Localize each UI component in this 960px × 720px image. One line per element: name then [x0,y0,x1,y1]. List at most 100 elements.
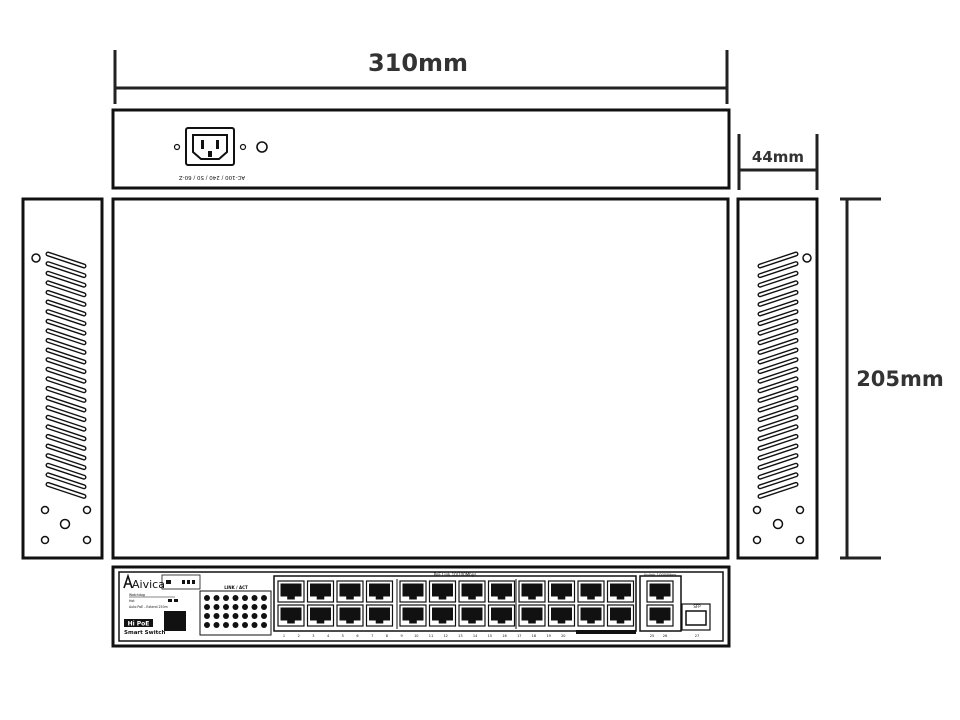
vent-slot-inner [46,281,86,296]
port-number: 8 [386,634,388,638]
poe-port[interactable] [547,604,576,627]
port-number: 11 [429,634,433,638]
poe-port[interactable] [399,604,427,627]
mount-hole [31,253,41,263]
vent-slot-inner [46,435,86,450]
vent-slot-inner [758,339,798,354]
poe-port[interactable] [306,580,335,603]
sfp-port[interactable] [685,610,707,626]
poe-port[interactable] [518,580,546,603]
left-side-outline [21,197,104,560]
port-number: 16 [502,634,506,638]
port-led [204,613,210,619]
mode-button[interactable] [164,611,186,631]
left-side-panel [21,197,104,560]
port-led [223,622,229,628]
port-led [223,604,229,610]
poe-port[interactable] [487,580,516,603]
port-led [242,604,248,610]
port-number: 12 [443,634,447,638]
vent-slot-inner [46,291,86,306]
model-line: Smart Switch [124,630,165,636]
vent-slot-inner [758,252,798,268]
screw-hole [239,143,247,151]
mount-hole [772,518,784,530]
led-matrix-frame [199,590,272,636]
dip-switch-block[interactable] [161,574,201,590]
port-led [251,622,258,628]
poe-port[interactable] [336,580,364,603]
port-led [232,604,239,610]
port-number: 5 [342,634,344,638]
poe-port[interactable] [577,604,605,627]
poe-port[interactable] [399,580,427,603]
screw-hole [173,143,181,151]
poe-port[interactable] [606,604,635,627]
poe-port[interactable] [458,580,486,603]
ground-screw [256,141,268,153]
poe-port[interactable] [458,604,486,627]
mount-hole [752,535,762,545]
uplink-port[interactable] [646,580,674,603]
port-led [232,613,239,619]
left-vent-slots [45,251,87,499]
power-rating-label: AC-100 / 240 / 50 / 60-Z [179,174,246,180]
port-number: 3 [312,634,314,638]
poe-port[interactable] [336,604,364,627]
poe-port[interactable] [518,604,546,627]
vent-slot-inner [758,262,798,277]
poe-port[interactable] [277,604,305,627]
status-led [168,599,172,602]
vent-slot-inner [46,339,86,354]
poe-port[interactable] [306,604,335,627]
height-dimension: 44mm [737,134,819,190]
mount-hole [802,253,812,263]
vent-slot-inner [758,435,798,450]
poe-port-bay [273,575,637,632]
port-led [261,613,267,619]
vent-slot-inner [758,348,798,364]
port-led [242,613,248,619]
indicator-label-autopoe: Auto PoE - Extend 250m [129,605,168,609]
poe-port[interactable] [277,580,305,603]
port-led [213,613,220,619]
mount-hole [752,505,762,515]
poe-port[interactable] [487,604,516,627]
sfp-bay [681,603,711,631]
indicator-label-hot: Hot [129,599,135,603]
led-matrix [204,595,267,628]
hi-poe-badge-text: Hi PoE [128,621,150,628]
vent-slot-inner [46,406,86,421]
vent-slot-inner [758,396,798,412]
vent-slot-inner [46,464,86,479]
poe-port[interactable] [606,580,635,603]
vent-slot-inner [758,320,798,335]
mount-hole [40,535,50,545]
mount-hole [82,535,92,545]
port-led [204,604,210,610]
port-number: 14 [473,634,478,638]
vent-slot-inner [758,368,798,383]
mount-hole [795,535,805,545]
poe-port[interactable] [547,580,576,603]
poe-port[interactable] [365,604,394,627]
port-led [251,604,258,610]
uplink-port-bay [639,575,682,632]
poe-port[interactable] [577,580,605,603]
port-led [261,595,267,601]
port-led [204,622,210,628]
vent-slot-inner [46,473,86,488]
poe-port[interactable] [365,580,394,603]
port-led [242,595,248,601]
port-led [261,604,267,610]
port-number: 1 [283,634,285,638]
port-led [204,595,210,601]
vent-slot-inner [46,358,86,373]
status-led [174,599,178,602]
top-view [111,197,730,560]
poe-port[interactable] [428,604,457,627]
uplink-port[interactable] [646,604,674,627]
vent-slot-inner [46,396,86,412]
poe-port[interactable] [428,580,457,603]
port-led [232,595,239,601]
